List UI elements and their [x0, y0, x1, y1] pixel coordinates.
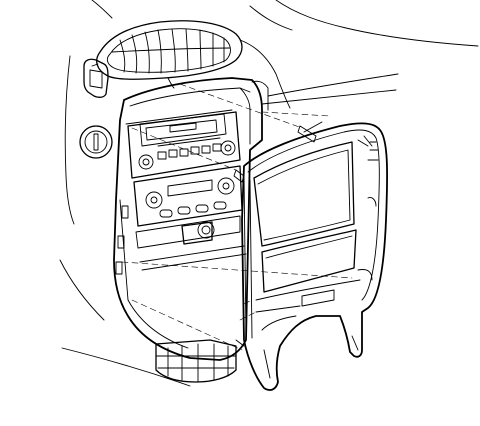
center-stack-housing	[113, 77, 269, 361]
alignment-lines	[121, 83, 353, 351]
ignition-lock	[79, 125, 113, 159]
floor-bracket	[155, 339, 237, 383]
climate-control-unit	[133, 165, 243, 227]
radio-preset-buttons	[157, 143, 222, 160]
left-mounting-tabs	[115, 205, 129, 275]
dashboard-contours	[59, 0, 479, 387]
fastener-clips	[233, 125, 373, 347]
console-trim-bezel	[241, 122, 388, 391]
left-switch	[83, 58, 109, 98]
leader-line	[261, 89, 397, 133]
radio-unit	[127, 111, 241, 179]
lower-pocket	[135, 215, 247, 271]
